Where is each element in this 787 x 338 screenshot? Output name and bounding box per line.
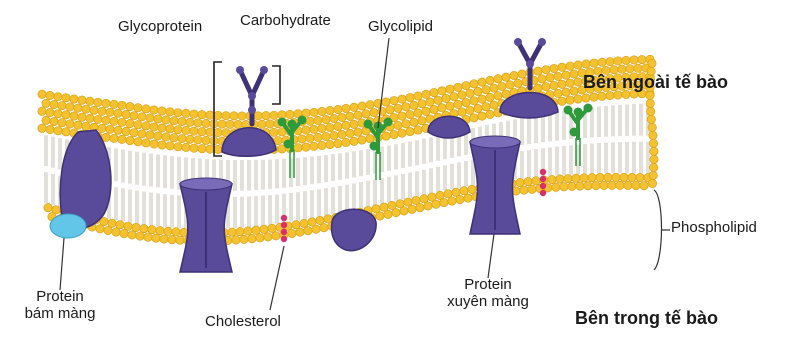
carbohydrate-unit — [526, 60, 534, 68]
glycolipid-1-unit — [278, 118, 287, 127]
glycolipid-3-unit — [584, 104, 593, 113]
glycolipid-2-unit — [384, 118, 393, 127]
carbohydrate-unit — [248, 106, 256, 114]
glycolipid-tail — [376, 152, 380, 180]
cholesterol-1-bead — [281, 222, 287, 228]
label-carbohydrate: Carbohydrate — [240, 12, 331, 29]
glycolipid-2-unit — [364, 120, 373, 129]
label-transmembrane-protein-line1: Protein — [438, 276, 538, 293]
cholesterol-2-bead — [540, 183, 546, 189]
glycolipid-2-unit — [370, 142, 379, 151]
inner-peripheral-protein — [332, 209, 377, 250]
carbohydrate-bracket — [272, 66, 280, 104]
carbohydrate-unit — [514, 38, 522, 46]
carbohydrate-unit — [538, 38, 546, 46]
label-transmembrane-protein: Protein xuyên màng — [438, 276, 538, 310]
glycolipid-3-unit — [574, 108, 583, 117]
label-peripheral-protein-line2: bám màng — [20, 305, 100, 322]
glycolipid-1-unit — [288, 120, 297, 129]
phospholipid-brace — [654, 190, 662, 270]
carbohydrate-unit — [248, 92, 256, 100]
label-glycoprotein: Glycoprotein — [118, 18, 202, 35]
transmembrane-protein-right-top — [470, 136, 520, 148]
glycolipid-3-unit — [570, 128, 579, 137]
peripheral-protein-cap — [50, 214, 86, 238]
cholesterol-2-bead — [540, 190, 546, 196]
transmembrane-protein-leader — [488, 234, 494, 278]
label-outside-cell: Bên ngoài tế bào — [583, 72, 728, 92]
label-transmembrane-protein-line2: xuyên màng — [438, 293, 538, 310]
cholesterol-2-bead — [540, 176, 546, 182]
glycolipid-3-unit — [564, 106, 573, 115]
transmembrane-protein-left-top — [180, 178, 232, 190]
carbohydrate-unit — [236, 66, 244, 74]
label-inside-cell: Bên trong tế bào — [575, 308, 718, 328]
cholesterol-2-bead — [540, 169, 546, 175]
label-peripheral-protein: Protein bám màng — [20, 288, 100, 322]
label-cholesterol: Cholesterol — [205, 313, 281, 330]
cholesterol-leader — [270, 246, 284, 310]
glycolipid-1-unit — [284, 140, 293, 149]
carbohydrate-unit — [260, 66, 268, 74]
peripheral-protein-leader — [60, 238, 64, 290]
label-peripheral-protein-line1: Protein — [20, 288, 100, 305]
label-glycolipid: Glycolipid — [368, 18, 433, 35]
glycolipid-tail — [576, 138, 580, 166]
glycolipid-1-unit — [298, 116, 307, 125]
cholesterol-1-bead — [281, 215, 287, 221]
cholesterol-1-bead — [281, 229, 287, 235]
cholesterol-1-bead — [281, 236, 287, 242]
label-phospholipid: Phospholipid — [671, 219, 757, 236]
